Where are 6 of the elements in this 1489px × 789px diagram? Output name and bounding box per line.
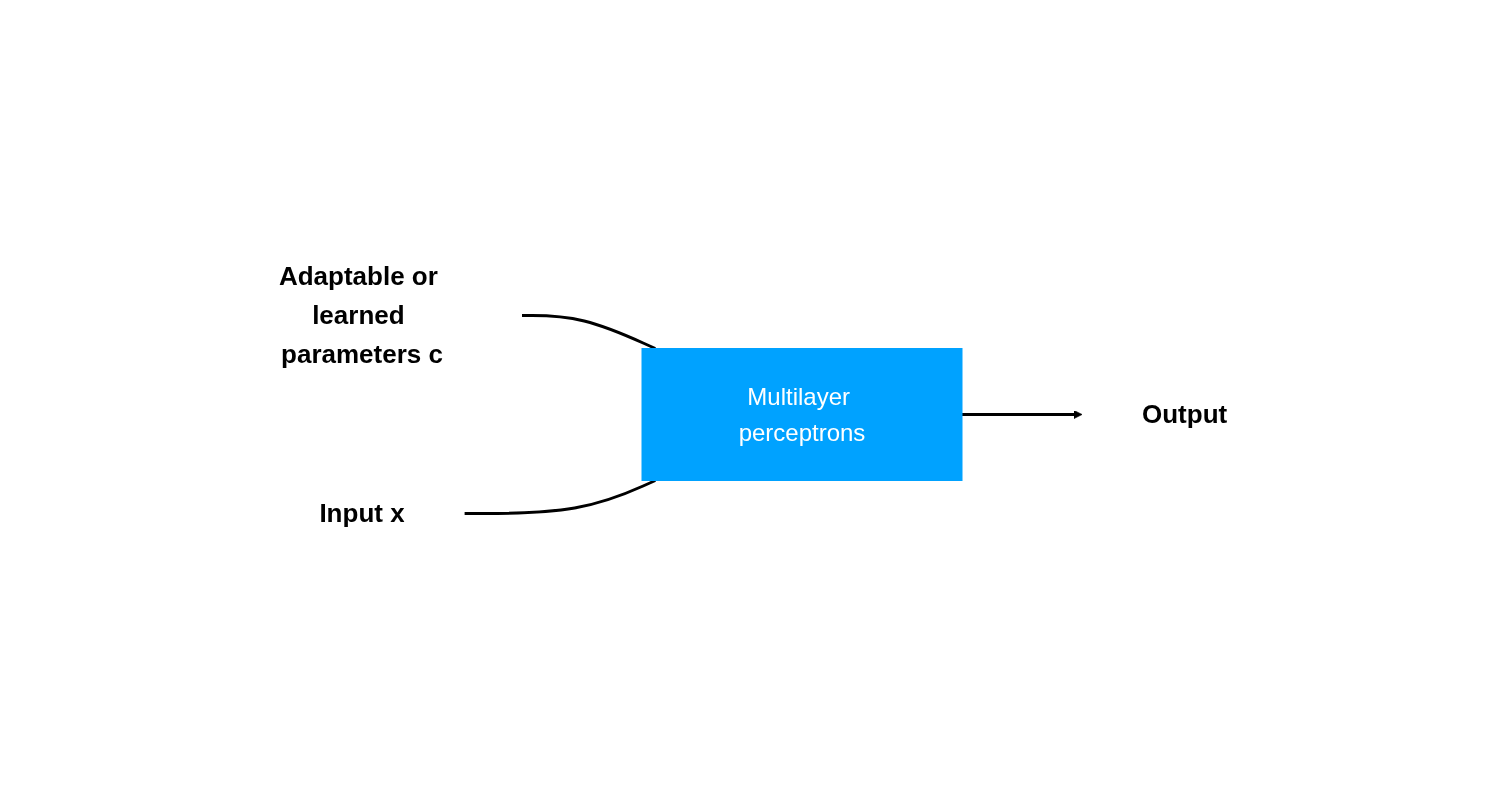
node-text: Adaptable or learned parameters c [278,260,443,369]
node-box: Multilayer perceptrons [641,347,963,481]
node-text: Output [1141,398,1228,429]
arrow [961,409,1083,419]
connector [521,313,656,350]
node-text: Input x [319,497,405,528]
